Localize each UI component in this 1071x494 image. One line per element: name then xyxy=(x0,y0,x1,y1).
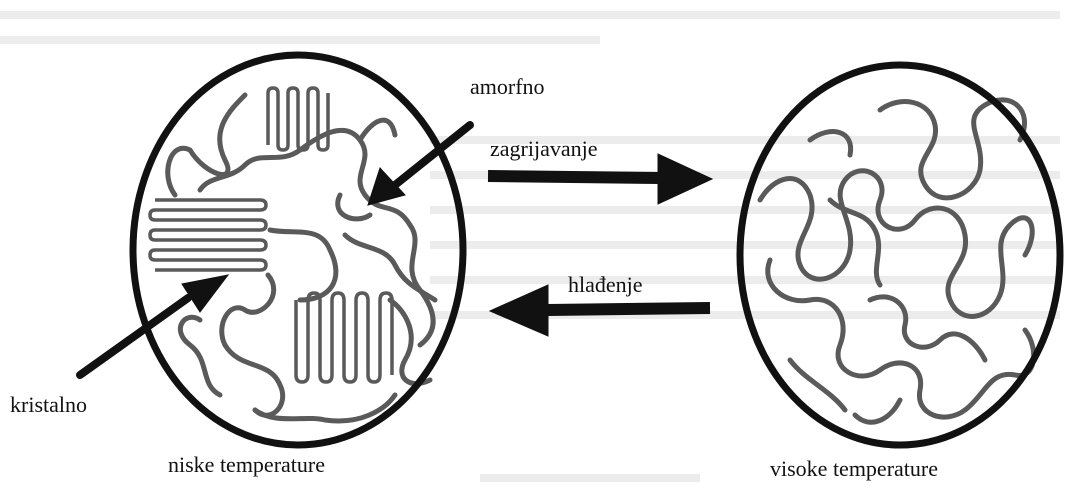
right-circle-outline xyxy=(740,65,1060,445)
label-low-temperature: niske temperature xyxy=(168,452,325,478)
label-high-temperature: visoke temperature xyxy=(770,456,938,482)
label-heating: zagrijavanje xyxy=(490,136,598,162)
label-cooling: hlađenje xyxy=(568,272,643,298)
random-coil-chains xyxy=(760,100,1034,422)
label-amorphous: amorfno xyxy=(470,74,545,100)
label-crystalline: kristalno xyxy=(10,392,87,418)
